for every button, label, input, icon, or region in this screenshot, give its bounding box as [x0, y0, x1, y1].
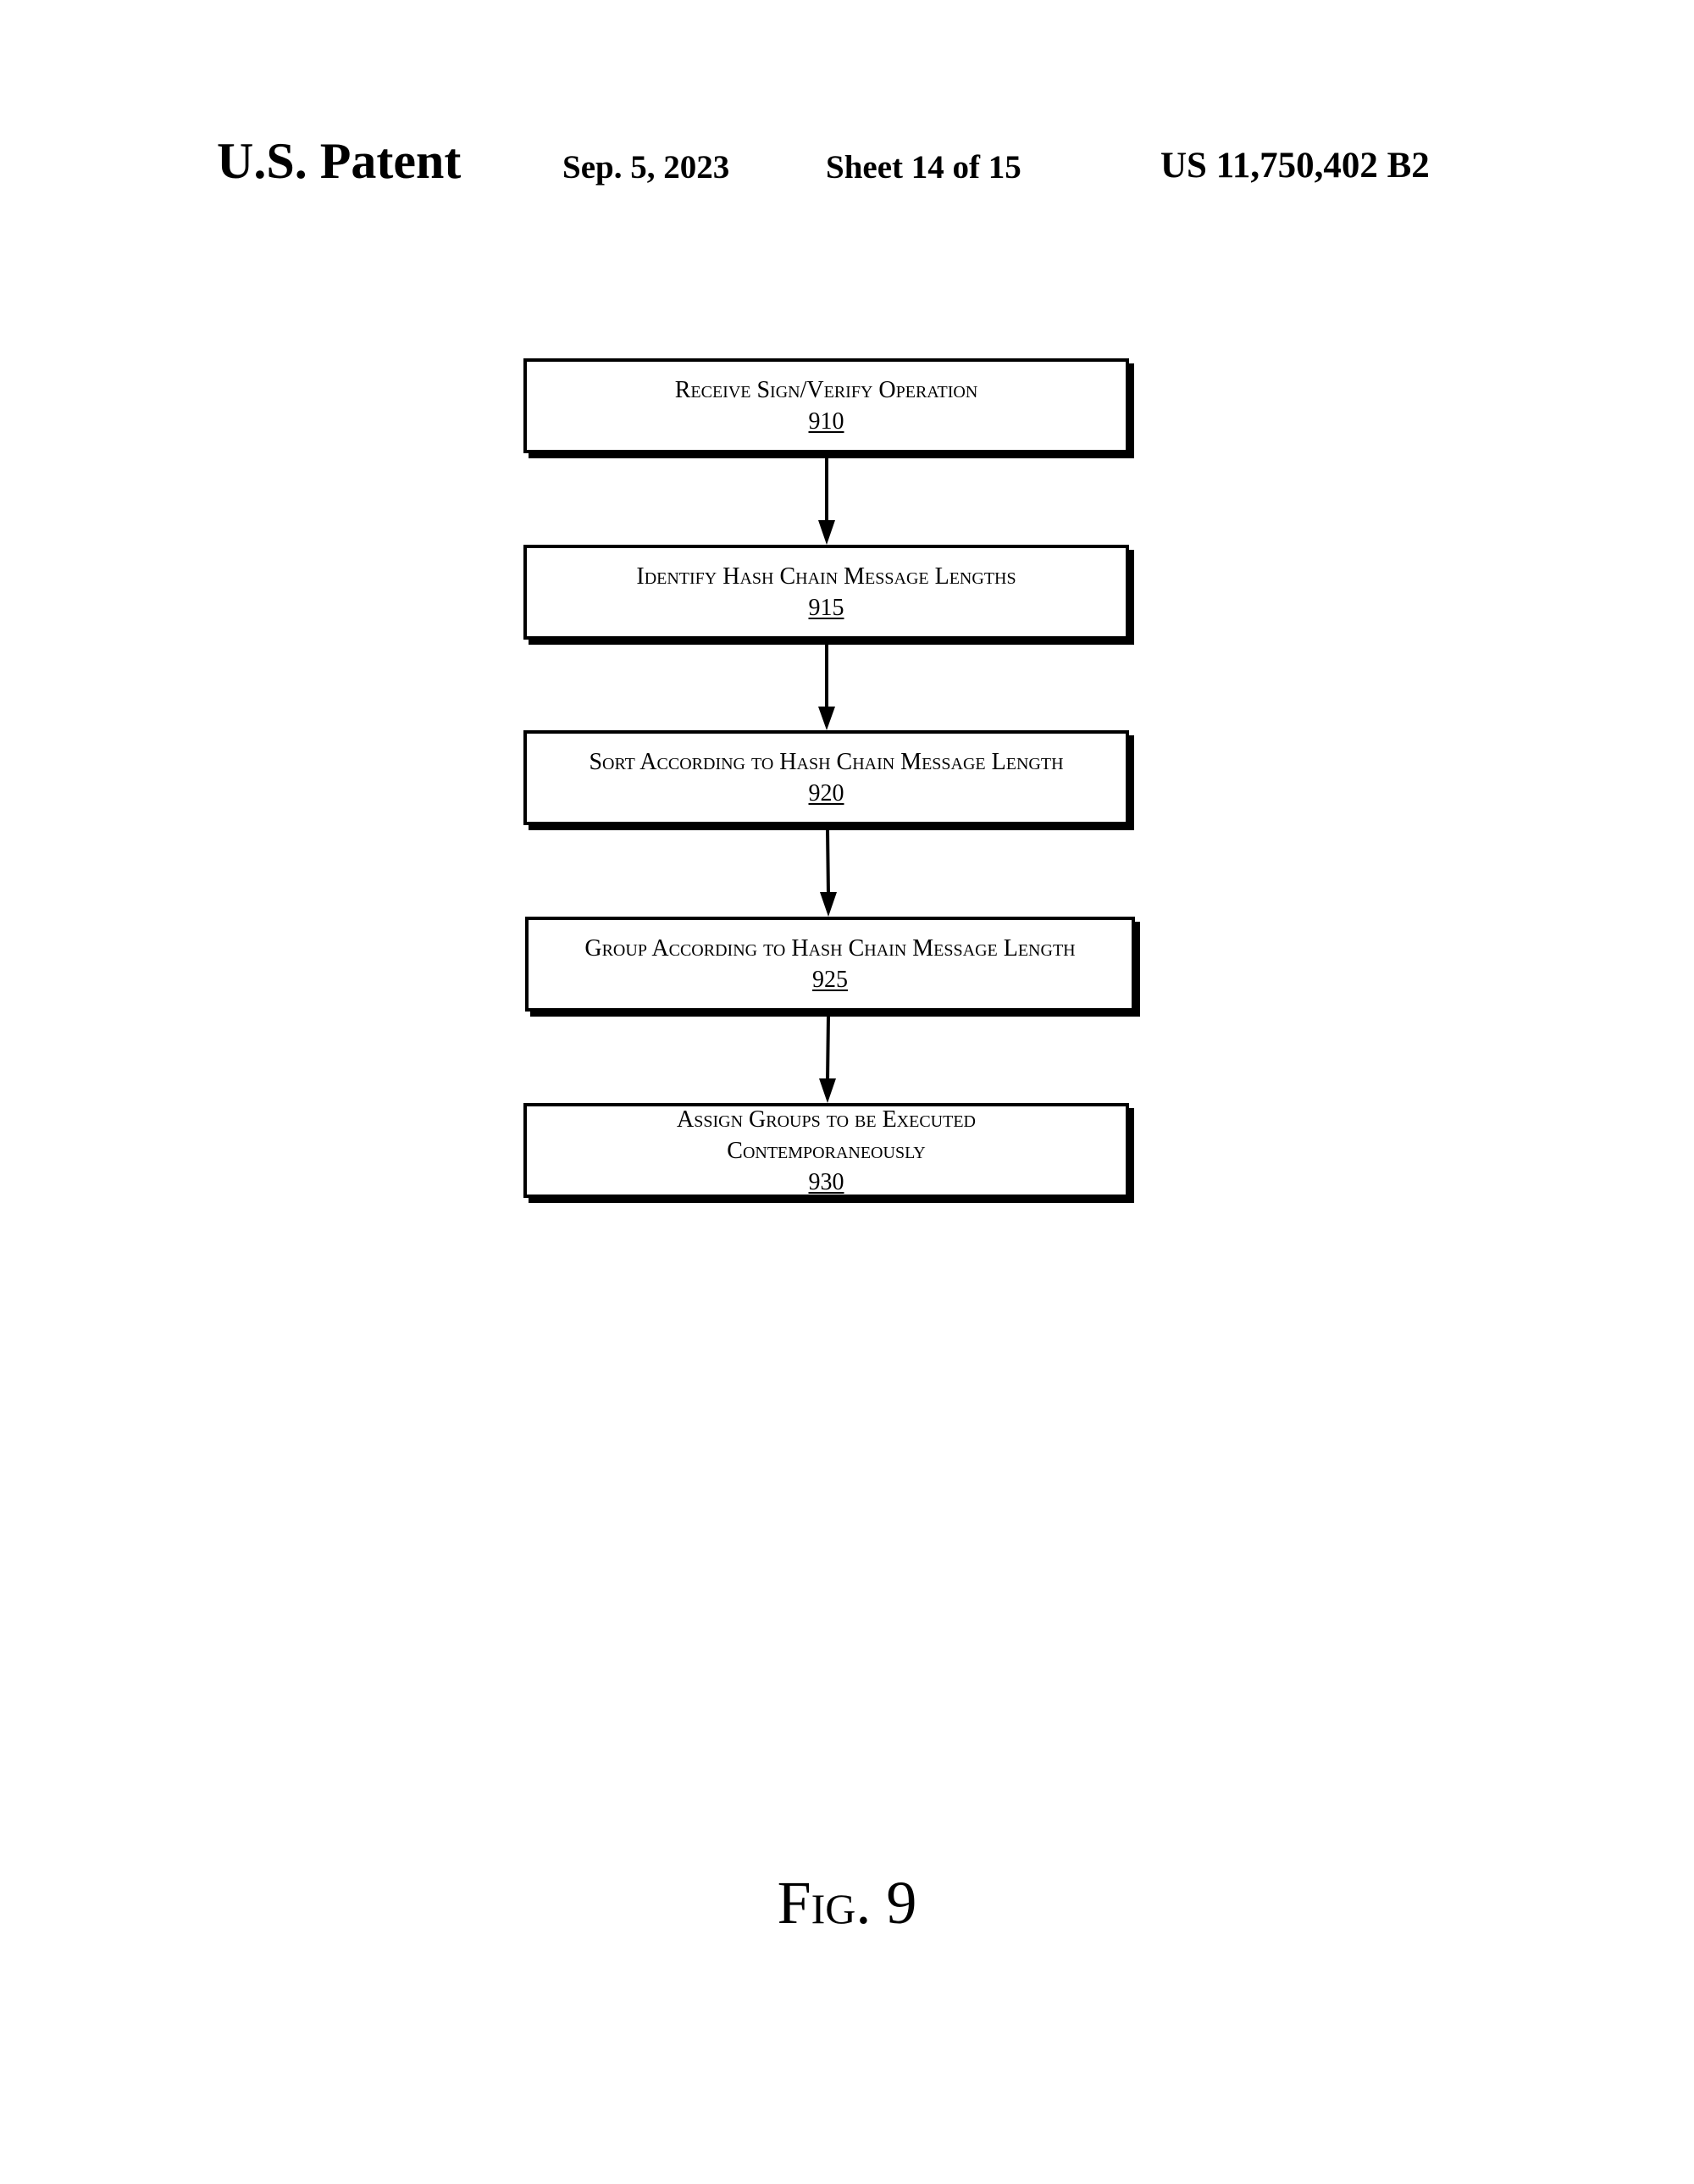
arrow-915-to-920: [818, 643, 835, 730]
step-910-ref: 910: [809, 406, 844, 437]
step-925-box: Group According to Hash Chain Message Le…: [525, 917, 1135, 1012]
step-920-title: Sort According to Hash Chain Message Len…: [589, 746, 1063, 778]
step-925-ref: 925: [812, 964, 848, 995]
arrow-925-to-930: [819, 1015, 836, 1103]
arrow-920-to-925: [820, 829, 837, 917]
patent-number: US 11,750,402 B2: [1160, 147, 1430, 184]
step-915-ref: 915: [809, 592, 844, 624]
step-925-title: Group According to Hash Chain Message Le…: [584, 933, 1075, 964]
patent-date: Sep. 5, 2023: [562, 151, 729, 184]
step-920-ref: 920: [809, 778, 844, 809]
step-930-title-line2: Contemporaneously: [727, 1135, 925, 1167]
step-915-title: Identify Hash Chain Message Lengths: [636, 561, 1016, 592]
figure-label-text: Fig. 9: [778, 1869, 917, 1937]
patent-label: U.S. Patent: [217, 136, 461, 186]
figure-label: Fig. 9: [0, 1872, 1694, 1933]
step-915-box: Identify Hash Chain Message Lengths 915: [523, 545, 1129, 640]
step-930-title-line1: Assign Groups to be Executed: [677, 1104, 976, 1135]
sheet-number: Sheet 14 of 15: [826, 151, 1021, 184]
step-920-box: Sort According to Hash Chain Message Len…: [523, 730, 1129, 825]
step-930-ref: 930: [809, 1167, 844, 1198]
arrow-910-to-915: [818, 457, 835, 545]
step-910-box: Receive Sign/Verify Operation 910: [523, 358, 1129, 453]
step-930-box: Assign Groups to be Executed Contemporan…: [523, 1103, 1129, 1198]
step-910-title: Receive Sign/Verify Operation: [675, 374, 978, 406]
